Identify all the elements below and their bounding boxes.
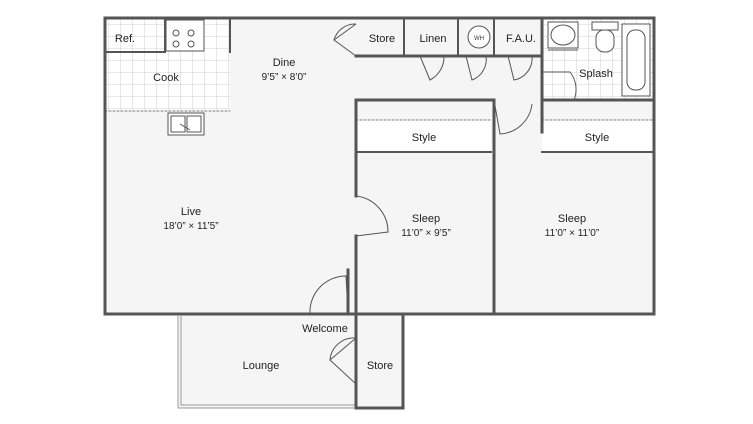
refrigerator-label: Ref. [115,33,135,45]
bath-fixtures [547,21,651,97]
patio-label: Lounge [243,360,280,372]
dining-label: Dine [273,57,296,69]
bedroom-2-label: Sleep [558,213,586,225]
linen-label: Linen [420,33,447,45]
bathroom-label: Splash [579,68,613,80]
patio-storage-floor [356,314,403,408]
kitchen-sink-fixture [167,112,205,136]
water-heater-fixture [467,25,491,49]
closet-1-floor [356,120,491,152]
patio-railing [177,316,356,409]
entry-label: Welcome [302,323,348,335]
closet-1-label: Style [412,132,436,144]
bedroom-1-label: Sleep [412,213,440,225]
dining-size: 9’5” × 8’0” [262,72,307,83]
bedroom-1-size: 11’0” × 9’5” [401,228,451,239]
storage-top-label: Store [369,33,395,45]
closet-2-label: Style [585,132,609,144]
range-fixture [165,19,205,52]
kitchen-label: Cook [153,72,179,84]
door-swings [309,23,650,385]
water-heater-label: WH [474,36,484,42]
storage-patio-label: Store [367,360,393,372]
living-size: 18’0” × 11’5” [163,221,218,232]
bedroom-2-size: 11’0” × 11’0” [545,228,599,239]
living-label: Live [181,206,201,218]
closet-2-floor [542,120,654,152]
patio-floor [178,314,356,408]
furnace-label: F.A.U. [506,33,536,45]
